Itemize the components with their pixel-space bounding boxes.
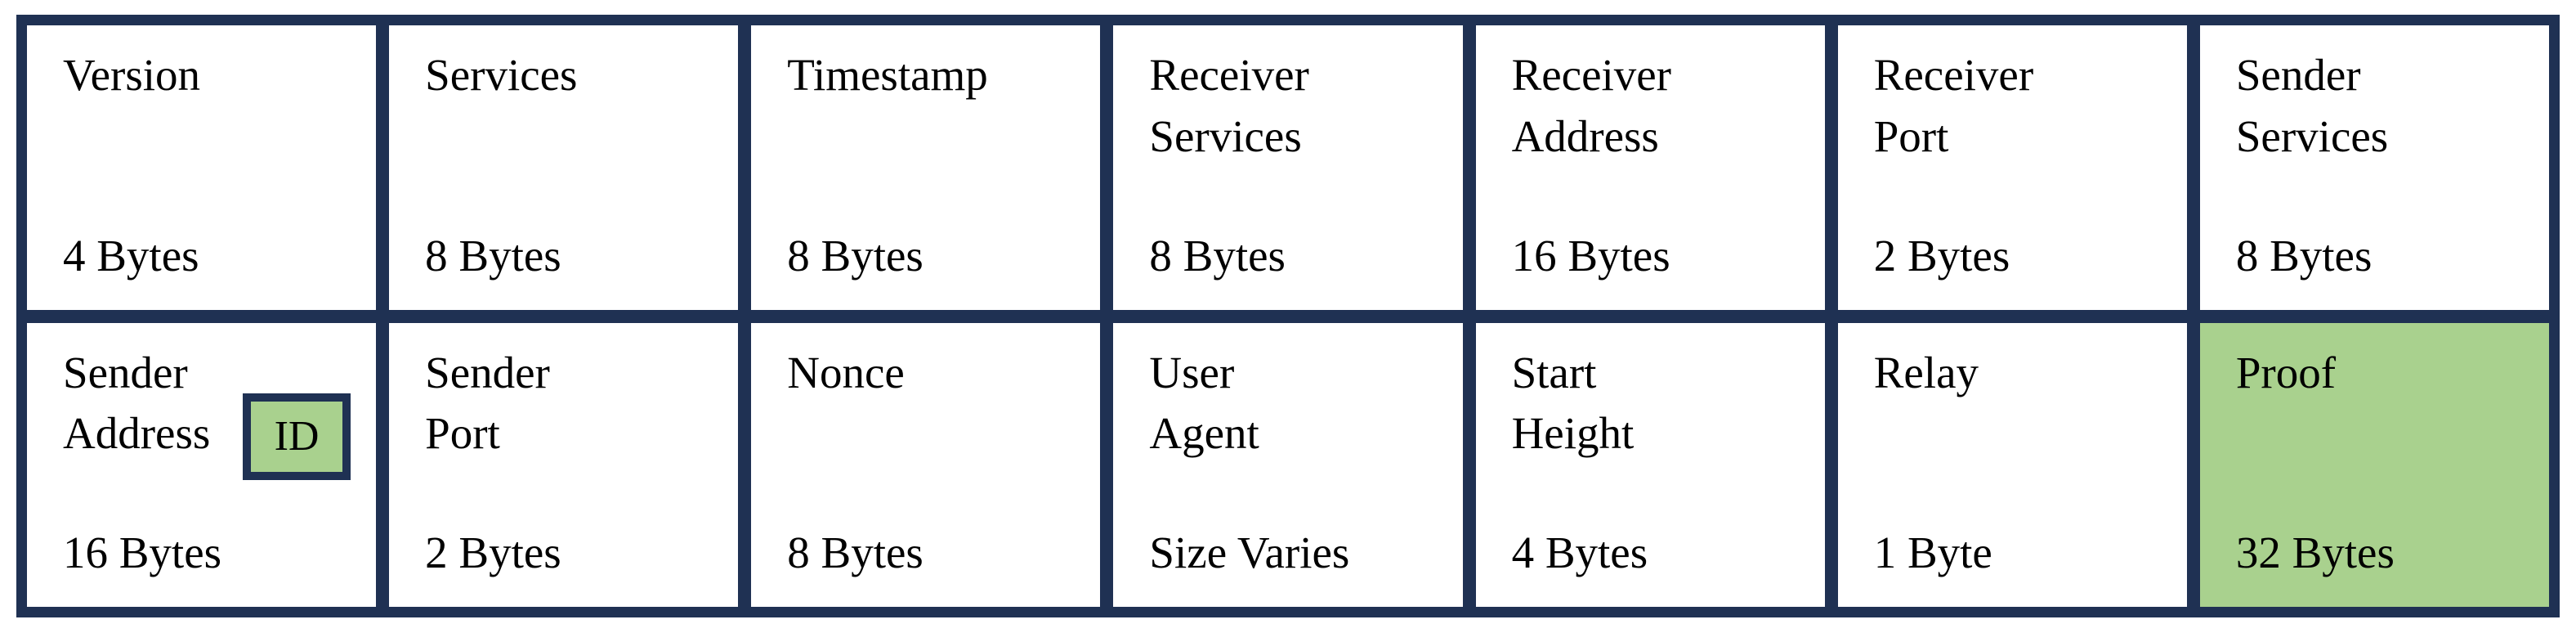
id-badge: ID bbox=[243, 393, 351, 480]
field-size: 8 Bytes bbox=[787, 230, 924, 281]
field-cell-receiver-services: Receiver Services 8 Bytes bbox=[1113, 25, 1463, 310]
field-name: Receiver Address bbox=[1511, 50, 1671, 161]
field-cell-relay: Relay 1 Byte bbox=[1837, 322, 2187, 607]
field-size: 2 Bytes bbox=[425, 528, 561, 578]
field-size: 8 Bytes bbox=[425, 230, 561, 281]
field-size: 8 Bytes bbox=[2235, 230, 2373, 281]
field-name: Nonce bbox=[787, 347, 905, 397]
field-name: Relay bbox=[1873, 347, 1979, 397]
field-name: Version bbox=[63, 50, 201, 100]
field-name: Start Height bbox=[1511, 347, 1635, 459]
field-name: Timestamp bbox=[787, 50, 988, 100]
field-cell-start-height: Start Height 4 Bytes bbox=[1475, 322, 1825, 607]
field-cell-nonce: Nonce 8 Bytes bbox=[751, 322, 1101, 607]
field-size: Size Varies bbox=[1149, 528, 1350, 578]
field-size: 8 Bytes bbox=[787, 528, 924, 578]
field-size: 4 Bytes bbox=[1511, 528, 1648, 578]
field-cell-sender-services: Sender Services 8 Bytes bbox=[2199, 25, 2549, 310]
field-name: Sender Address bbox=[63, 347, 211, 459]
field-cell-sender-address: Sender Address ID 16 Bytes bbox=[27, 322, 377, 607]
field-name: Sender Services bbox=[2235, 50, 2389, 161]
field-size: 8 Bytes bbox=[1149, 230, 1286, 281]
field-size: 32 Bytes bbox=[2235, 528, 2395, 578]
field-cell-receiver-port: Receiver Port 2 Bytes bbox=[1837, 25, 2187, 310]
message-structure-table: Version 4 Bytes Services 8 Bytes Timestamp 8 … bbox=[16, 15, 2560, 617]
field-name: User Agent bbox=[1149, 347, 1259, 459]
field-size: 16 Bytes bbox=[63, 528, 222, 578]
field-size: 1 Byte bbox=[1873, 528, 1992, 578]
field-size: 16 Bytes bbox=[1511, 230, 1670, 281]
field-name: Sender Port bbox=[425, 347, 550, 459]
field-name: Services bbox=[425, 50, 578, 100]
field-size: 4 Bytes bbox=[63, 230, 199, 281]
field-cell-sender-port: Sender Port 2 Bytes bbox=[389, 322, 739, 607]
field-cell-receiver-address: Receiver Address 16 Bytes bbox=[1475, 25, 1825, 310]
field-size: 2 Bytes bbox=[1873, 230, 2010, 281]
field-name: Receiver Port bbox=[1873, 50, 2034, 161]
field-name: Proof bbox=[2235, 347, 2337, 397]
field-cell-timestamp: Timestamp 8 Bytes bbox=[751, 25, 1101, 310]
field-name: Receiver Services bbox=[1149, 50, 1309, 161]
field-cell-proof: Proof 32 Bytes bbox=[2199, 322, 2549, 607]
field-cell-services: Services 8 Bytes bbox=[389, 25, 739, 310]
field-cell-version: Version 4 Bytes bbox=[27, 25, 377, 310]
